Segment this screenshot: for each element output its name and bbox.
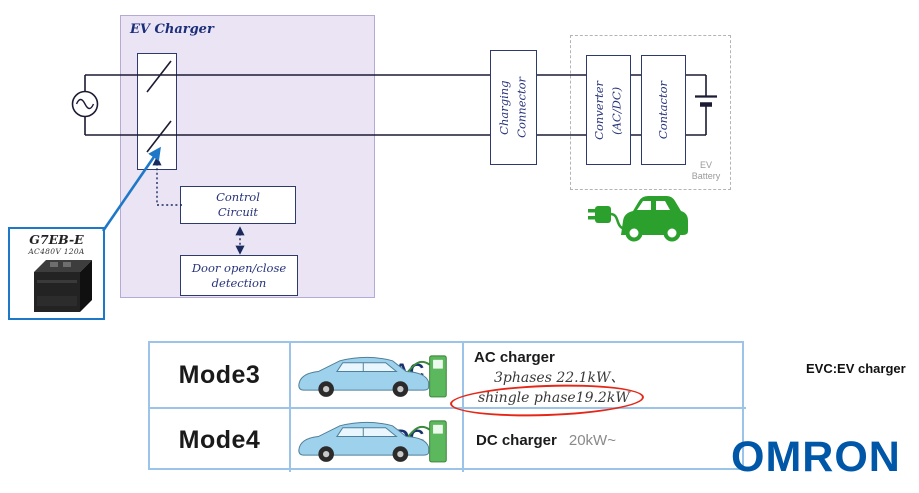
mode4-cell: Mode4 — [150, 407, 289, 472]
ac-charger-line1: 3phases 22.1kW、 — [494, 370, 625, 386]
omron-logo: OMRON — [731, 433, 901, 481]
evc-note: EVC:EV charger — [806, 361, 906, 376]
control-circuit-label: Control Circuit — [216, 190, 260, 219]
ac-charger-line2: shingle phase19.2kW — [478, 390, 630, 406]
mode3-cell: Mode3 — [178, 360, 261, 389]
ev-charging-car-icon — [588, 196, 688, 242]
mode4-car-cell: DC — [289, 407, 462, 472]
ac-current-label: AC — [394, 360, 425, 383]
g7eb-callout-box: G7EB-E AC480V 120A — [8, 227, 105, 320]
ev-charger-panel-title: EV Charger — [130, 22, 214, 37]
ac-source-icon — [71, 90, 99, 118]
converter-label: Converter (AC/DC) — [592, 80, 624, 140]
ac-charger-title: AC charger — [474, 349, 555, 366]
mode3-info-cell: AC charger 3phases 22.1kW、 shingle phase… — [462, 343, 746, 407]
converter-box: Converter (AC/DC) — [586, 55, 631, 165]
charging-connector-label: Charging Connector — [497, 77, 529, 138]
relay-switch-box — [137, 53, 177, 170]
dc-charger-detail: 20kW~ — [568, 432, 616, 449]
control-circuit-box: Control Circuit — [180, 186, 296, 224]
mode4-info-cell: DC charger 20kW~ — [462, 407, 746, 472]
relay-model-label: G7EB-E — [29, 232, 84, 247]
ev-battery-label: EV Battery — [691, 160, 721, 182]
dc-current-label: DC — [394, 426, 425, 449]
door-detection-label: Door open/close detection — [191, 260, 287, 290]
mode3-car-cell: AC — [289, 343, 462, 407]
contactor-box: Contactor — [641, 55, 686, 165]
mode-table: Mode3 AC AC charger 3phases 22.1kW、 shin… — [148, 341, 746, 472]
relay-rating-label: AC480V 120A — [28, 247, 85, 256]
contactor-label: Contactor — [655, 80, 670, 140]
charging-connector-box: Charging Connector — [490, 50, 537, 165]
door-detection-box: Door open/close detection — [180, 255, 298, 296]
dc-charger-title: DC charger — [476, 432, 557, 449]
